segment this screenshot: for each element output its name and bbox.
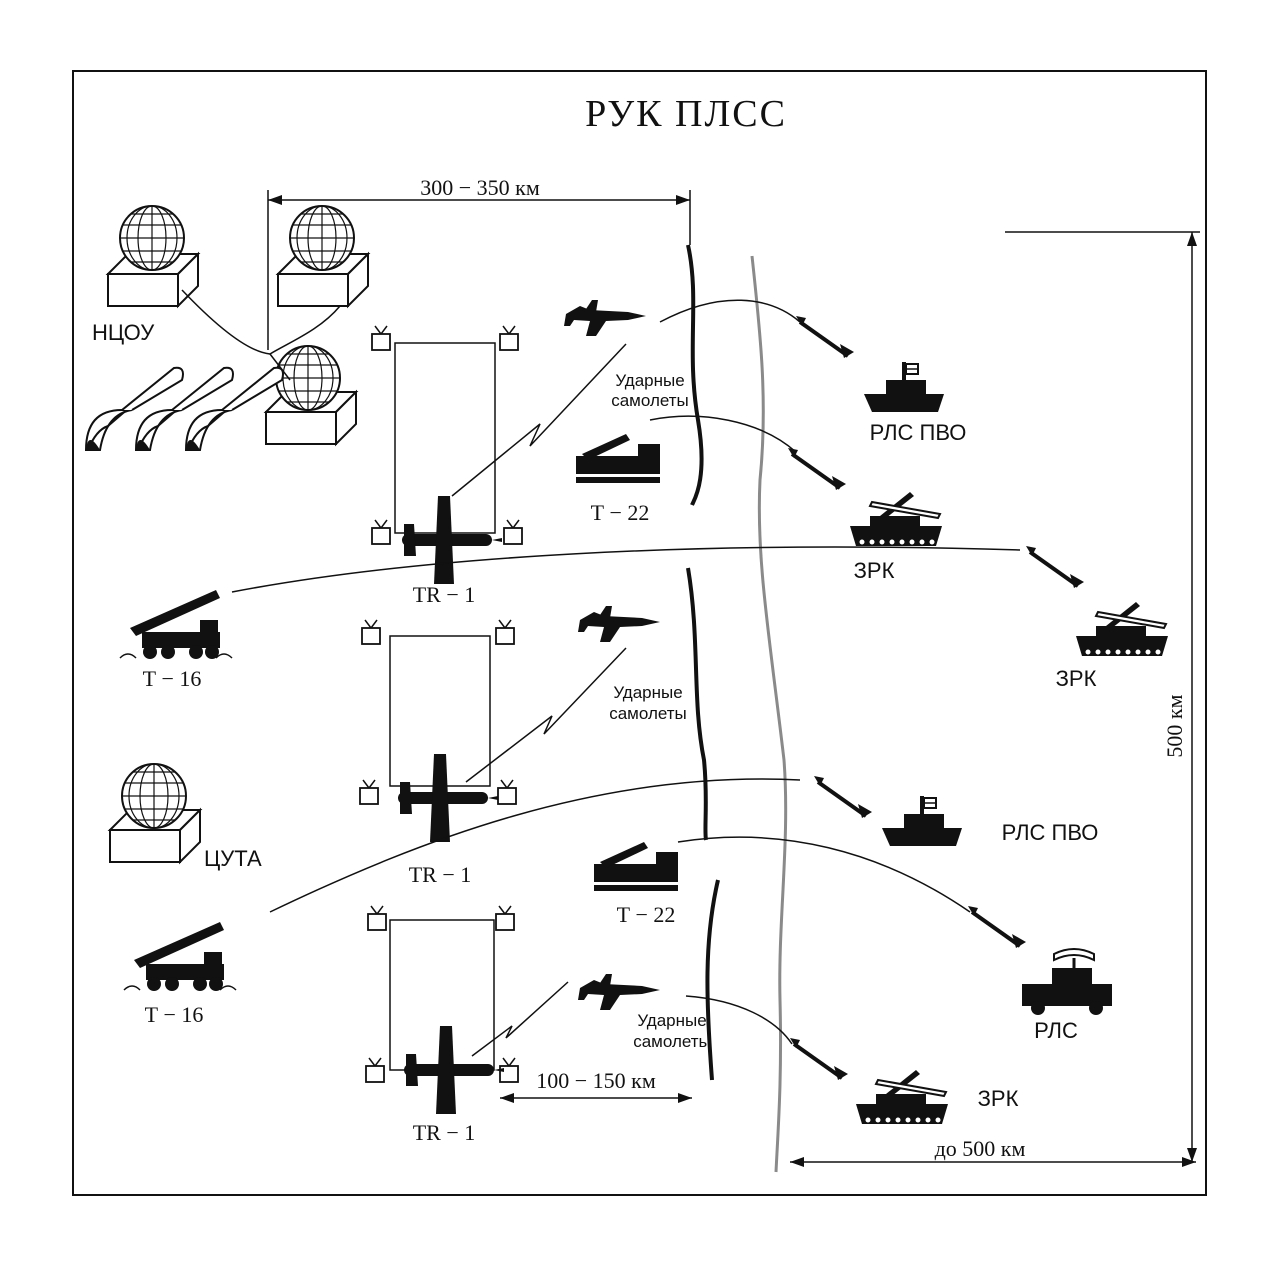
strike-aircraft-3: Ударные самолеты	[578, 974, 711, 1051]
t16-bottom-label: Т − 16	[145, 1002, 204, 1027]
strike-aircraft-1: Ударные самолеты	[564, 300, 689, 410]
strike-aircraft-2-label-b: самолеты	[609, 704, 687, 723]
ntsou-label: НЦОУ	[92, 320, 155, 345]
rls-label: РЛС	[1034, 1018, 1078, 1043]
front-line-dark-middle	[686, 567, 708, 841]
zrk-1: ЗРК	[849, 491, 943, 583]
tr1-bottom-label: TR − 1	[413, 1120, 476, 1145]
zrk-2: ЗРК	[1056, 601, 1169, 691]
diagram-frame	[72, 70, 1207, 1196]
strike-aircraft-2-label-a: Ударные	[613, 683, 682, 702]
t16-launcher-top: Т − 16	[119, 589, 233, 691]
strike-aircraft-3-label-b: самолеты	[633, 1032, 711, 1051]
dimension-top-label: 300 − 350 км	[420, 175, 540, 200]
strike-aircraft-1-label-b: самолеты	[611, 391, 689, 410]
rls-pvo-top-label: РЛС ПВО	[870, 420, 967, 445]
rls-radar: РЛС	[1020, 947, 1114, 1043]
data-links	[451, 343, 627, 1057]
shelters	[85, 366, 284, 451]
tr1-aircraft-top: TR − 1	[402, 496, 502, 607]
front-line-dark-upper	[686, 244, 704, 506]
tr1-top-label: TR − 1	[413, 582, 476, 607]
t22-bottom-label: Т − 22	[617, 902, 676, 927]
tsuta-center: ЦУТА	[109, 763, 262, 871]
missile-5	[966, 904, 1028, 950]
tr1-mid-label: TR − 1	[409, 862, 472, 887]
missile-1	[794, 314, 856, 360]
t16-launcher-bottom: Т − 16	[123, 921, 237, 1027]
zrk-3: ЗРК	[855, 1069, 1019, 1125]
ntsou-center: НЦОУ	[92, 205, 369, 445]
front-line-gray	[750, 255, 788, 1173]
missile-6	[788, 1036, 850, 1082]
missile-2	[786, 446, 848, 492]
dimension-bottom: 100 − 150 км	[500, 1068, 692, 1103]
strike-aircraft-2: Ударные самолеты	[578, 606, 687, 723]
zrk-2-label: ЗРК	[1056, 666, 1097, 691]
front-line-dark-lower	[705, 879, 720, 1081]
tr1-aircraft-bottom: TR − 1	[404, 1026, 504, 1145]
diagram-title: РУК ПЛСС	[585, 93, 787, 135]
missile-4	[812, 774, 874, 820]
rls-pvo-mid-label: РЛС ПВО	[1002, 820, 1099, 845]
tr1-aircraft-mid: TR − 1	[398, 754, 498, 887]
rls-pvo-mid: РЛС ПВО	[881, 795, 1099, 847]
dimension-vertical: 500 км	[1005, 231, 1200, 1162]
dimension-bottom-label: 100 − 150 км	[536, 1068, 656, 1093]
zrk-1-label: ЗРК	[854, 558, 895, 583]
dimension-right-label: до 500 км	[935, 1136, 1026, 1161]
rls-pvo-top: РЛС ПВО	[863, 361, 967, 445]
strike-aircraft-1-label-a: Ударные	[615, 371, 684, 390]
t22-launcher-bottom: Т − 22	[594, 842, 678, 927]
dimension-vertical-label: 500 км	[1162, 694, 1187, 757]
t22-top-label: Т − 22	[591, 500, 650, 525]
dimension-top: 300 − 350 км	[267, 175, 691, 350]
zrk-3-label: ЗРК	[978, 1086, 1019, 1111]
strike-aircraft-3-label-a: Ударные	[637, 1011, 706, 1030]
trajectories	[231, 299, 1021, 1045]
t22-launcher-top: Т − 22	[576, 434, 660, 525]
dimension-right: до 500 км	[790, 1136, 1196, 1167]
missile-3	[1024, 544, 1086, 590]
t16-top-label: Т − 16	[143, 666, 202, 691]
tsuta-label: ЦУТА	[204, 846, 262, 871]
